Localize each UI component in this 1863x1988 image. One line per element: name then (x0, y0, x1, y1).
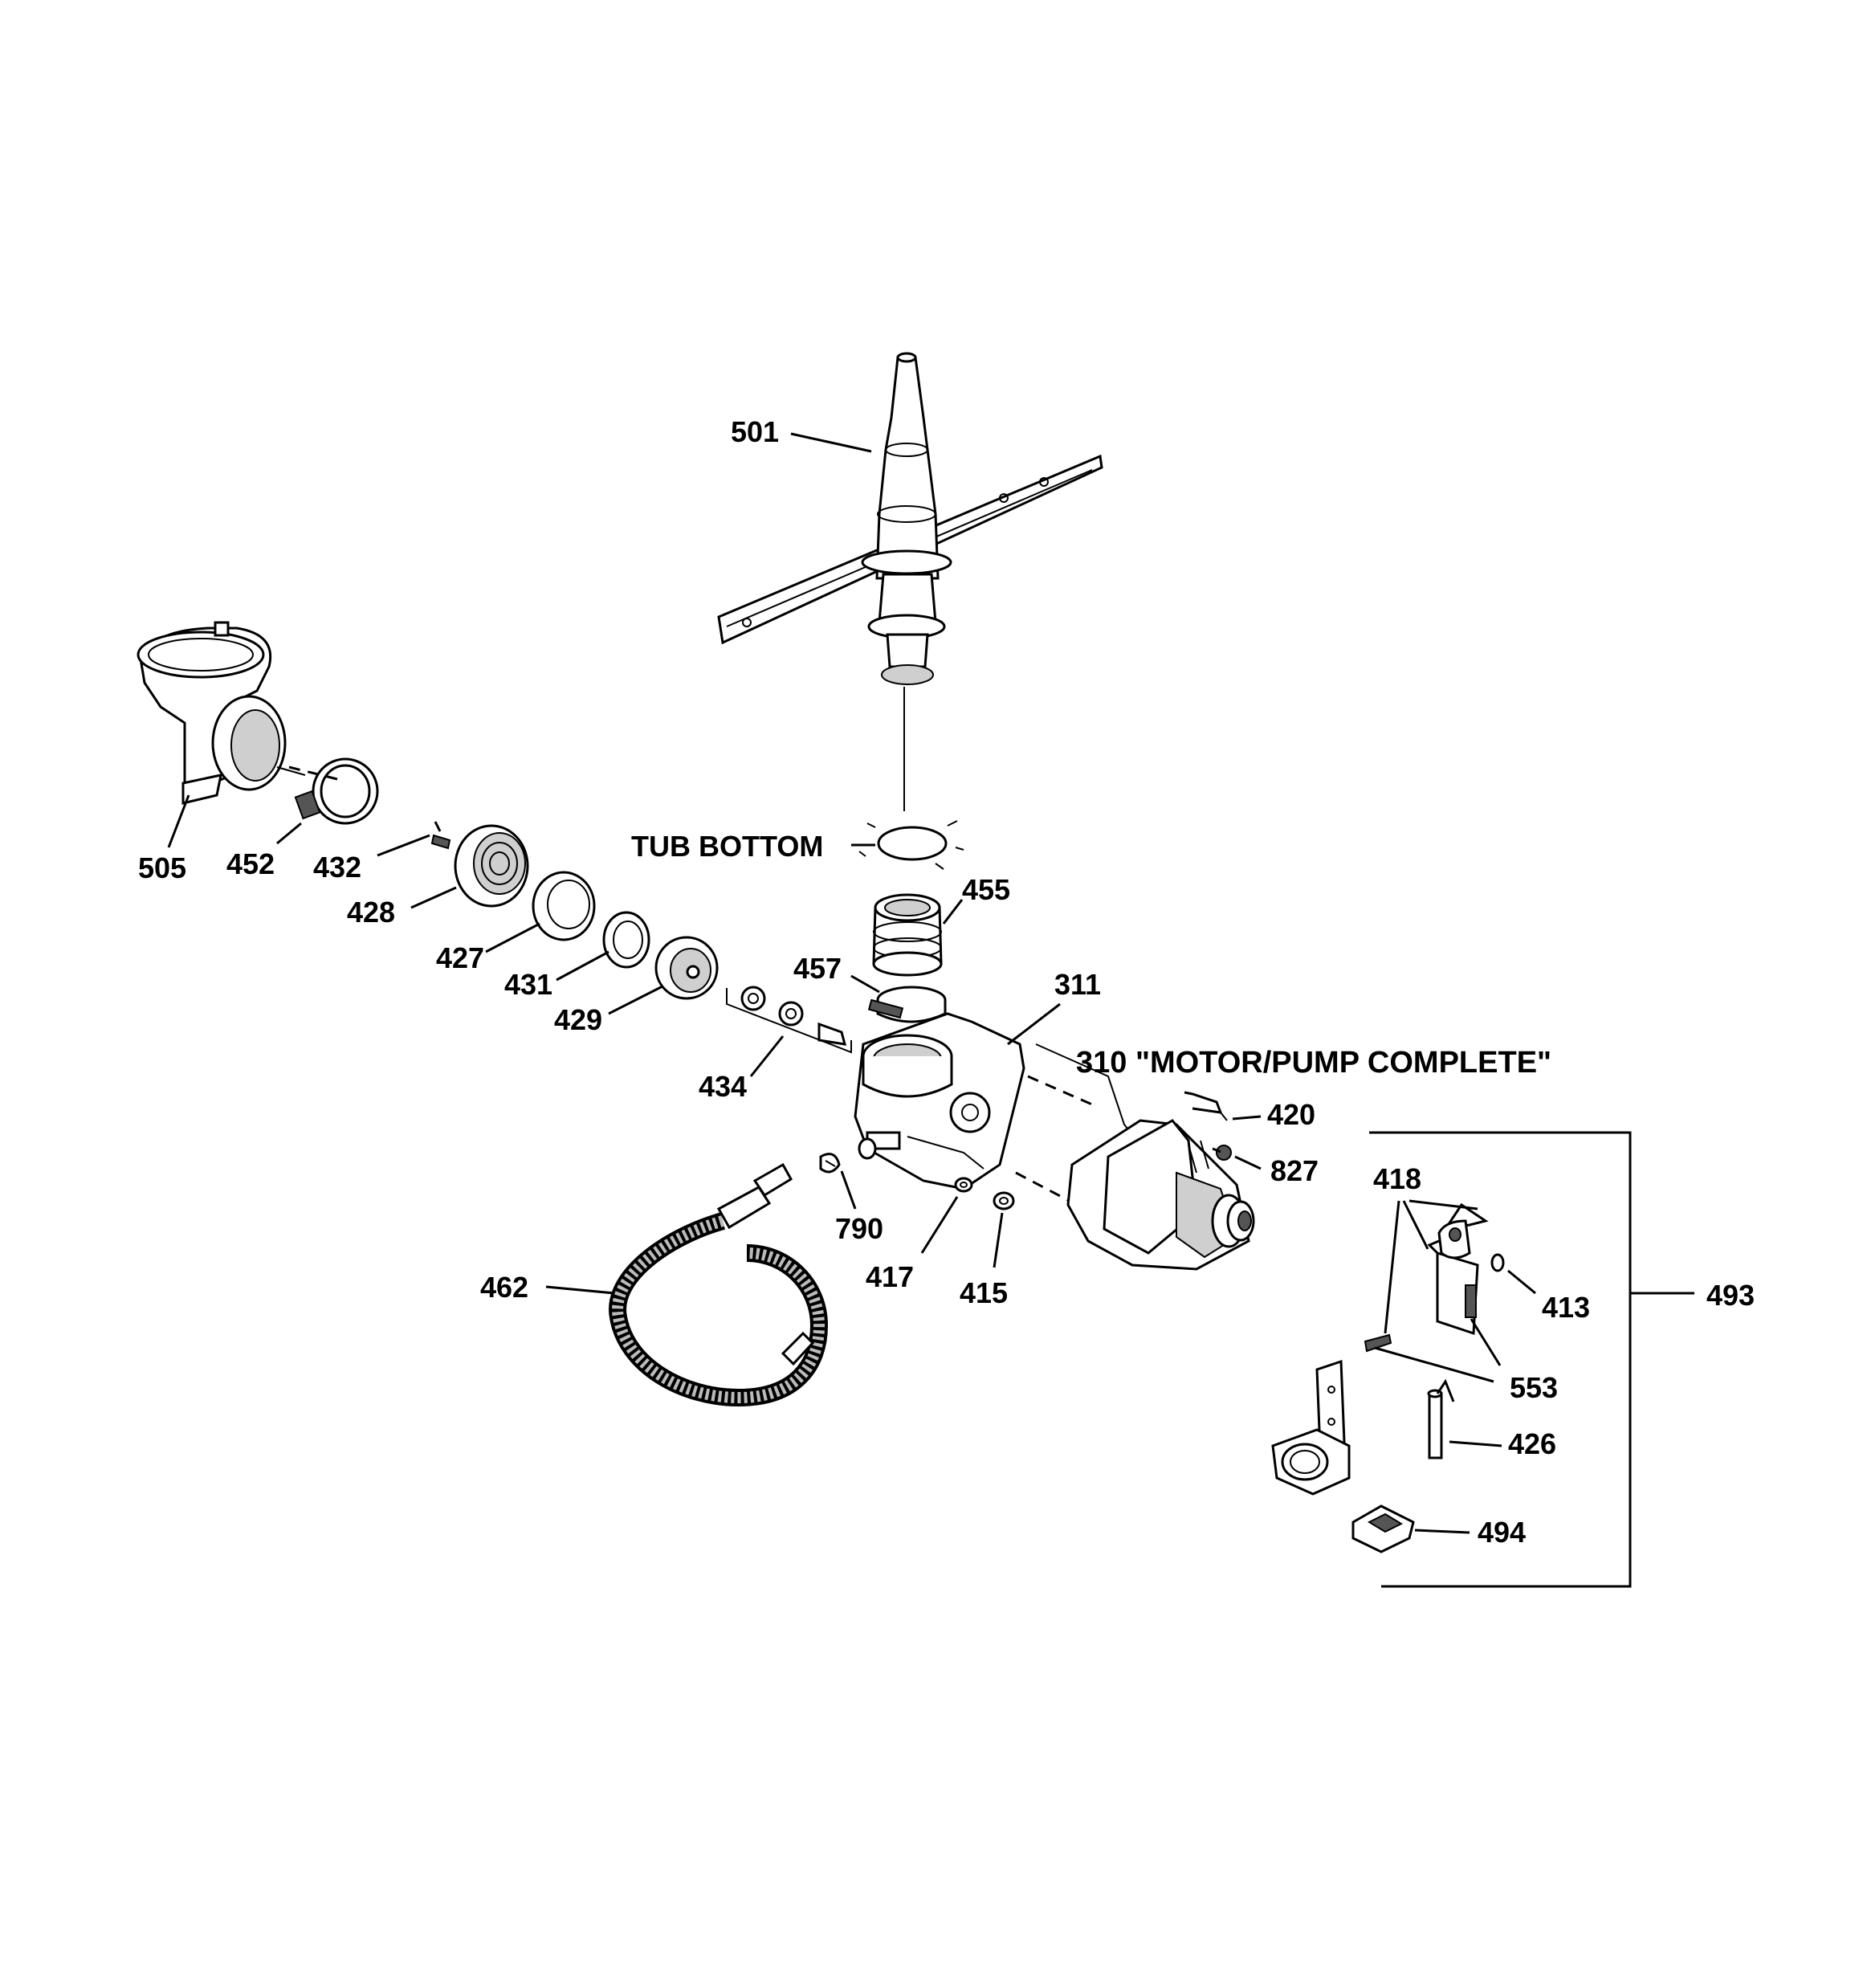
sump-housing-505 (137, 621, 287, 805)
label-417: 417 (866, 1260, 914, 1293)
leader-494 (1414, 1529, 1470, 1534)
seal-kit-434 (726, 986, 852, 1054)
leader-434 (749, 1035, 785, 1077)
leader-426 (1449, 1440, 1502, 1447)
clip-413 (1490, 1253, 1505, 1272)
leader-413 (1507, 1269, 1536, 1295)
label-310: 310 "MOTOR/PUMP COMPLETE" (1076, 1046, 1551, 1080)
leader-431 (556, 950, 609, 982)
label-457: 457 (793, 952, 842, 985)
leader-428 (410, 886, 457, 909)
label-493: 493 (1706, 1279, 1755, 1312)
nut-415 (993, 1191, 1015, 1210)
label-452: 452 (226, 847, 275, 880)
wash-arm-501 (717, 352, 1103, 811)
leader-457 (850, 974, 880, 994)
label-428: 428 (347, 896, 395, 929)
block-494 (1351, 1504, 1415, 1553)
label-429: 429 (554, 1003, 602, 1036)
clamp-457 (867, 986, 947, 1023)
leader-505 (167, 794, 190, 848)
label-553: 553 (1510, 1371, 1558, 1404)
leader-418-b (1402, 1200, 1429, 1250)
leader-553-b (1470, 1318, 1502, 1366)
filter-428 (454, 824, 529, 908)
motor (1066, 1119, 1255, 1271)
solenoid-bracket (1271, 1359, 1351, 1496)
leader-452 (276, 822, 302, 845)
plunger-426 (1427, 1378, 1455, 1459)
label-426: 426 (1508, 1427, 1556, 1460)
leader-420 (1232, 1115, 1262, 1121)
label-tub-bottom: TUB BOTTOM (631, 830, 823, 863)
leader-427 (485, 922, 540, 953)
clip-790 (819, 1153, 841, 1174)
label-420: 420 (1267, 1098, 1315, 1131)
leader-462 (545, 1285, 615, 1295)
leader-418 (1384, 1200, 1400, 1334)
screw-827 (1212, 1145, 1232, 1161)
assembly-line-3 (288, 765, 338, 781)
leader-827 (1234, 1155, 1262, 1170)
leader-415 (993, 1212, 1004, 1268)
leader-429 (608, 985, 663, 1015)
springs-553 (1364, 1284, 1477, 1353)
leader-311 (1007, 1002, 1061, 1046)
boot-455 (872, 893, 943, 977)
leader-417 (920, 1196, 959, 1254)
leader-432 (377, 834, 430, 857)
tub-bottom-ring (858, 820, 964, 870)
pump-housing-311 (854, 1012, 1025, 1190)
label-432: 432 (313, 851, 361, 884)
washer-417 (954, 1177, 973, 1193)
bracket-493 (1369, 1131, 1632, 1588)
leader-501 (790, 432, 872, 453)
wire-420 (1184, 1091, 1228, 1121)
assembly-line-2 (1015, 1171, 1093, 1214)
ring-427 (532, 871, 596, 941)
hose-462 (609, 1162, 829, 1407)
label-462: 462 (480, 1271, 528, 1304)
label-494: 494 (1478, 1516, 1526, 1549)
leader-553 (1374, 1346, 1494, 1383)
impeller-429 (654, 936, 719, 1000)
label-427: 427 (436, 941, 484, 974)
label-501: 501 (731, 415, 779, 448)
label-413: 413 (1542, 1291, 1590, 1324)
label-415: 415 (960, 1276, 1008, 1309)
label-505: 505 (138, 851, 186, 884)
label-827: 827 (1270, 1154, 1319, 1187)
leader-455 (942, 899, 964, 925)
label-311: 311 (1054, 968, 1101, 1001)
clamp-452 (276, 757, 379, 825)
lever-418 (1427, 1202, 1489, 1336)
spring-432 (430, 821, 451, 850)
label-434: 434 (699, 1070, 747, 1103)
label-455: 455 (962, 873, 1010, 906)
assembly-line-1 (1027, 1075, 1093, 1106)
leader-790 (840, 1170, 857, 1210)
leader-418-c (1408, 1199, 1478, 1210)
label-418: 418 (1373, 1162, 1421, 1195)
label-790: 790 (835, 1212, 883, 1245)
seal-431 (602, 911, 650, 969)
label-431: 431 (504, 968, 552, 1001)
